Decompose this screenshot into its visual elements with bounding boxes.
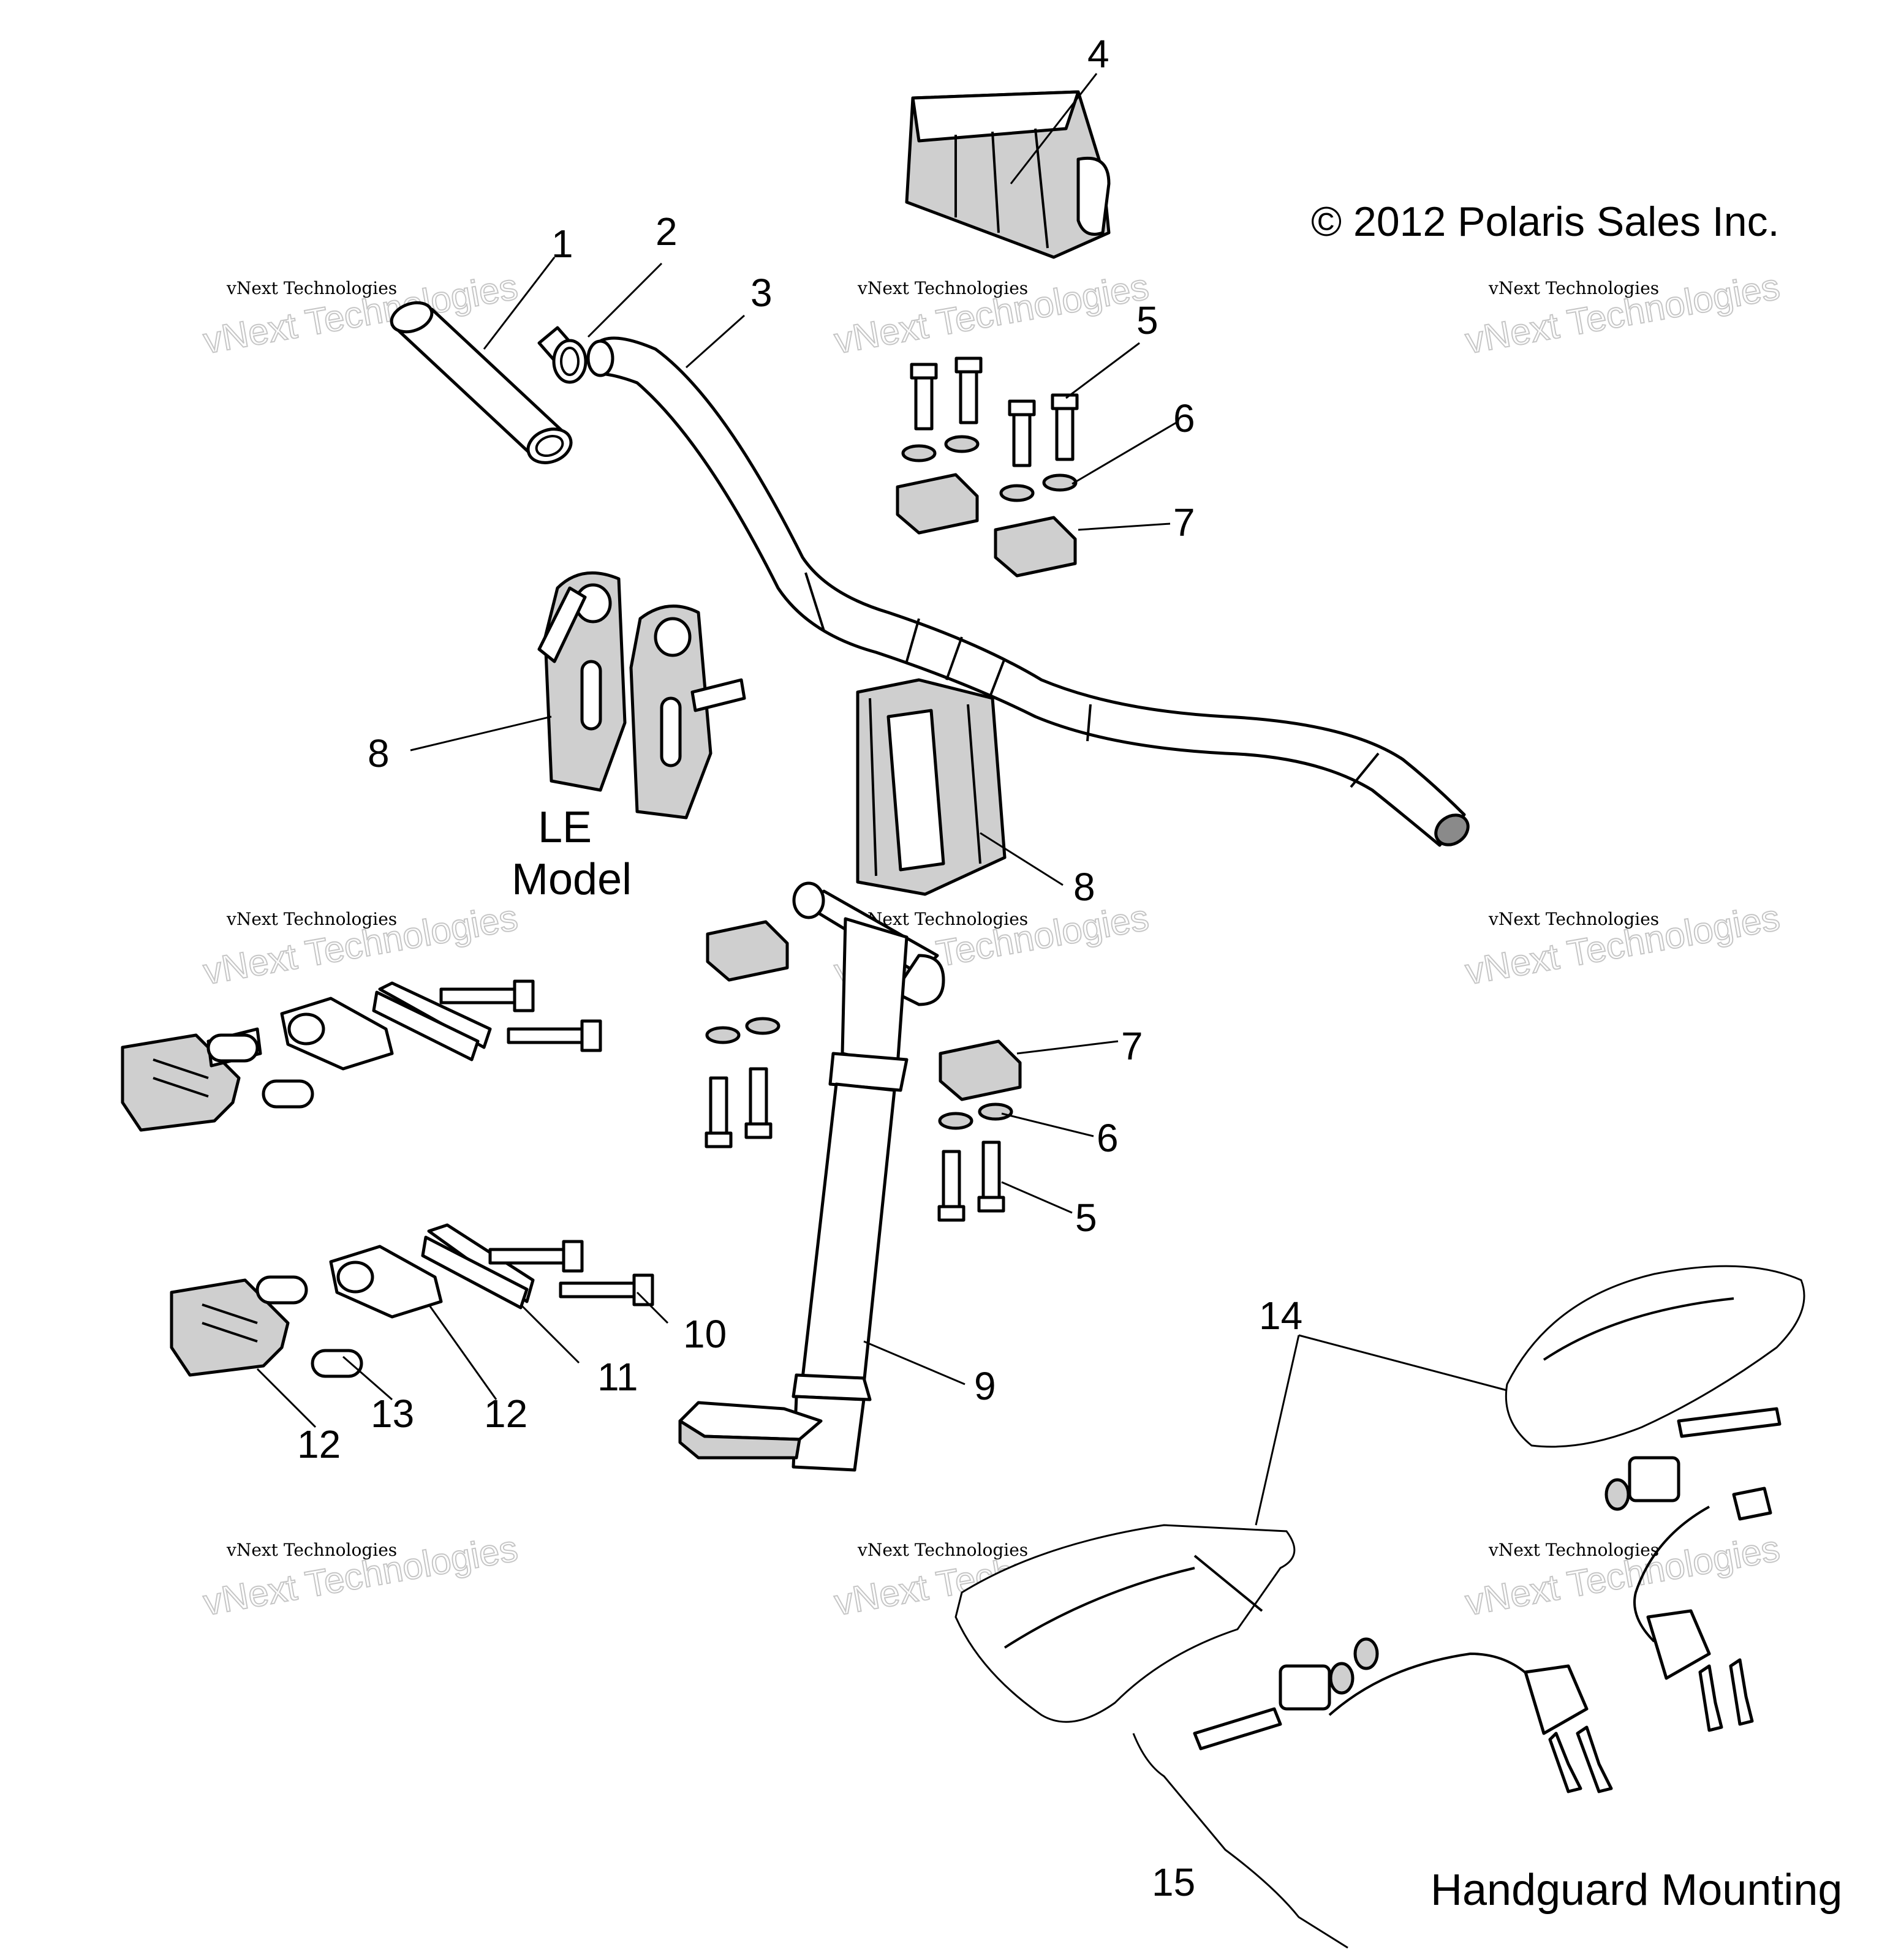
part-handguard-right <box>1505 1265 1805 1448</box>
watermark: vNext Technologies vNext Technologies <box>1462 265 1783 362</box>
callout-7-upper: 7 <box>1173 500 1195 545</box>
callout-14: 14 <box>1259 1294 1302 1338</box>
callout-12-left: 12 <box>297 1422 341 1466</box>
callout-8-riser: 8 <box>1073 865 1095 909</box>
watermark-text: vNext Technologies <box>1488 278 1659 298</box>
watermark: vNext Technologies vNext Technologies <box>200 896 521 993</box>
watermark: vNext Technologies vNext Technologies <box>200 1527 521 1624</box>
part-handlebar-pad <box>905 90 1111 259</box>
part-lower-mount-hardware <box>170 1223 654 1378</box>
callout-5-upper: 5 <box>1136 298 1158 342</box>
callout-13: 13 <box>371 1392 414 1436</box>
watermark: vNext Technologies vNext Technologies <box>831 265 1152 362</box>
callout-10: 10 <box>683 1312 727 1356</box>
callout-12-right: 12 <box>484 1392 527 1436</box>
part-handguard-left <box>954 1524 1296 1723</box>
callout-labels: 1 2 3 4 5 6 7 8 8 7 6 5 10 9 11 12 13 12… <box>297 32 1302 1904</box>
callout-6-lower: 6 <box>1097 1116 1119 1160</box>
handguard-mounting-label: Handguard Mounting <box>1430 1866 1842 1915</box>
part-riser <box>856 678 1007 896</box>
part-handguard-mount-left <box>1193 1637 1613 1793</box>
callout-11: 11 <box>597 1355 638 1399</box>
watermark-text: vNext Technologies <box>226 1540 397 1560</box>
callout-4: 4 <box>1087 32 1109 76</box>
watermark-text: vNext Technologies <box>857 278 1028 298</box>
part-steering-post <box>678 881 945 1472</box>
watermark-text: vNext Technologies <box>226 909 397 929</box>
part-bushing <box>537 326 588 384</box>
part-handguard-mount-right <box>1604 1407 1782 1732</box>
callout-2: 2 <box>656 209 678 254</box>
callout-1: 1 <box>551 222 573 266</box>
part-upper-clamp-set <box>896 356 1079 578</box>
watermark: vNext Technologies vNext Technologies <box>1462 896 1783 993</box>
callout-6-upper: 6 <box>1173 396 1195 440</box>
part-lower-clamp-set <box>705 920 1022 1222</box>
callout-5-lower: 5 <box>1075 1196 1097 1240</box>
watermark-text: vNext Technologies <box>1488 1540 1659 1560</box>
part-handlebar <box>586 336 1470 847</box>
part-grip-tube <box>390 301 573 464</box>
callout-3: 3 <box>750 271 773 315</box>
watermark-text: vNext Technologies <box>857 1540 1028 1560</box>
copyright-text: © 2012 Polaris Sales Inc. <box>1311 198 1780 245</box>
watermark-text: vNext Technologies <box>226 278 397 298</box>
part-le-risers <box>537 571 746 820</box>
le-model-label-line2: Model <box>512 855 632 904</box>
callout-7-lower: 7 <box>1121 1024 1143 1068</box>
part-upper-mount-hardware <box>121 979 602 1132</box>
watermark: vNext Technologies vNext Technologies <box>1462 1527 1783 1624</box>
callout-15: 15 <box>1152 1860 1195 1904</box>
le-model-label-line1: LE <box>538 803 592 852</box>
callout-9: 9 <box>974 1364 996 1408</box>
callout-8-le: 8 <box>368 731 390 775</box>
leader-lines <box>256 73 1508 1949</box>
watermark-text: vNext Technologies <box>1488 909 1659 929</box>
